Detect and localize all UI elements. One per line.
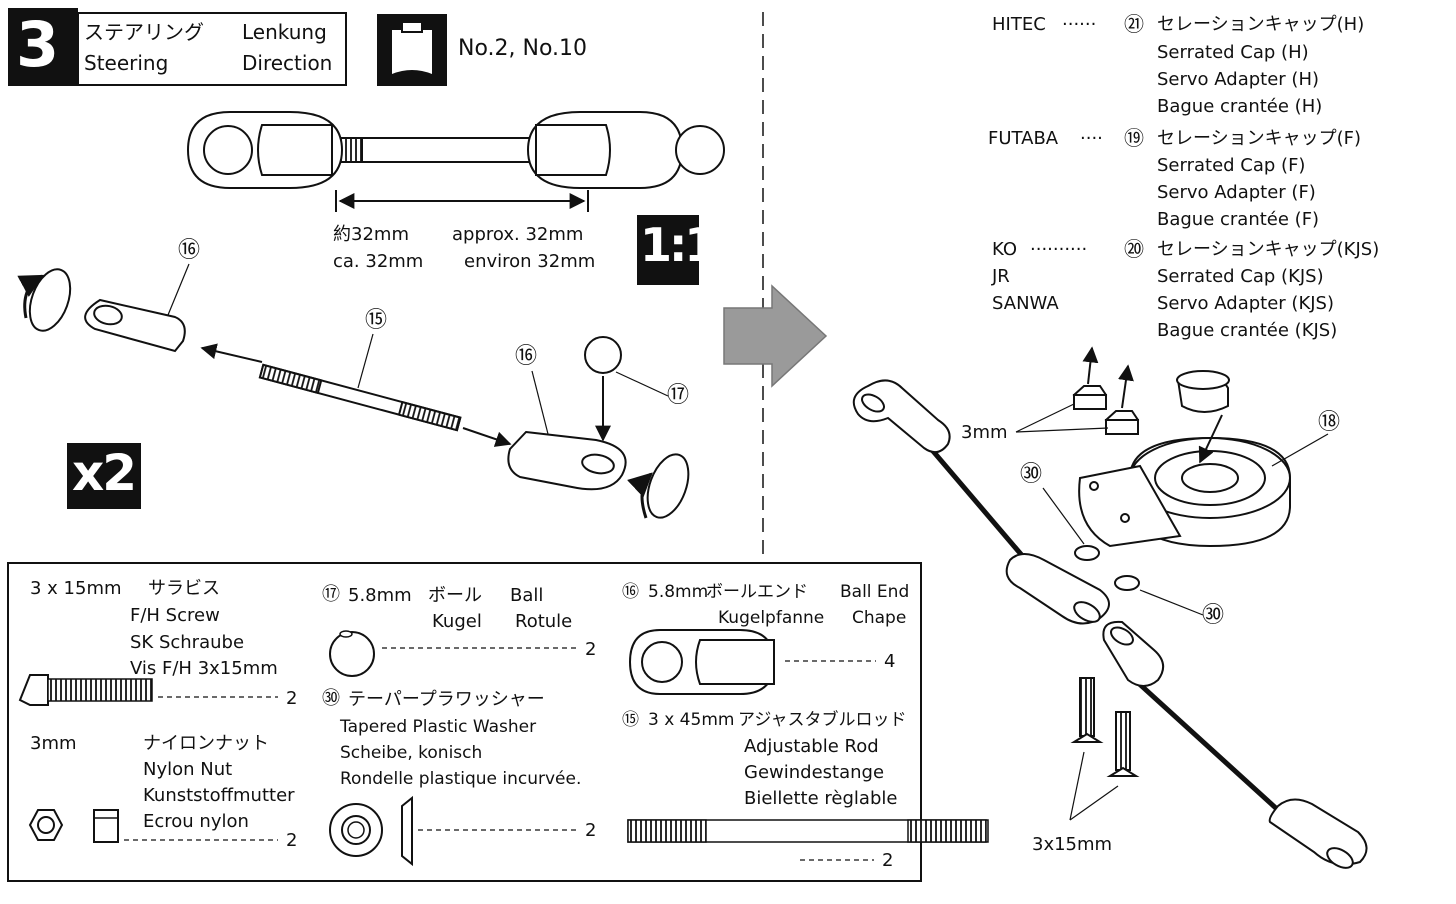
parts-qty-leaders (124, 647, 876, 861)
step-title-box (77, 12, 347, 86)
part-name-de: SK Schraube (130, 632, 245, 653)
parts-bag-icon (377, 14, 447, 86)
part-name-de: Kugelpfanne (718, 608, 825, 628)
left-assembly-drawing (17, 268, 690, 519)
scale-badge: 1:1 (640, 218, 716, 272)
step-title-fr: Direction (242, 51, 333, 75)
step-title-jp: ステアリング (84, 20, 204, 44)
next-step-arrow (723, 284, 828, 388)
brand-jr: JR (992, 266, 1010, 287)
callout-servo-saver: ⑱ (1318, 410, 1341, 435)
screw-size-label: 3x15mm (1032, 834, 1113, 855)
leader-dots: ······ (1062, 14, 1097, 35)
gauge-length-en: approx. 32mm (452, 224, 584, 245)
part-qty: 2 (882, 850, 894, 871)
brand-sanwa: SANWA (992, 293, 1059, 314)
part-number: ⑲ (1124, 126, 1144, 150)
part-name-fr: Biellette règlable (744, 788, 898, 809)
parts-list-box (7, 562, 989, 882)
part-name-jp: ボールエンド (706, 582, 808, 602)
part-qty: 2 (585, 820, 597, 841)
part-size: 5.8mm (348, 585, 412, 606)
callout-ball: ⑰ (667, 383, 690, 408)
part-name-jp: テーパープラワッシャー (348, 689, 545, 710)
scale-badge-box (637, 215, 699, 285)
part-name-jp: アジャスタブルロッド (738, 710, 907, 730)
part-name-fr: Rotule (515, 611, 573, 632)
step-header (8, 8, 347, 86)
gauge-length-jp: 約32mm (333, 224, 409, 245)
part-size: 3 x 45mm (648, 710, 735, 730)
part-name-en: Ball (510, 585, 544, 606)
adapter-line: Servo Adapter (F) (1157, 182, 1316, 203)
left-callout-leaders (167, 263, 669, 435)
leader-dots: ···· (1080, 128, 1103, 149)
step-title-de: Lenkung (242, 20, 327, 44)
part-qty: 2 (286, 830, 298, 851)
brand-ko: KO (992, 239, 1017, 260)
callout-ball-end-a: ⑯ (178, 238, 201, 263)
part-name-en: Adjustable Rod (744, 736, 879, 757)
part-qty: 4 (884, 651, 896, 672)
adapter-line: Servo Adapter (H) (1157, 69, 1319, 90)
quantity-badge-box (67, 443, 141, 509)
step-number-box (8, 8, 78, 86)
part-name-en: F/H Screw (130, 605, 220, 626)
callout-rod: ⑮ (365, 308, 388, 333)
step-title-en: Steering (84, 51, 169, 75)
right-callout-leaders (1015, 403, 1329, 821)
part-number: ⑯ (622, 582, 639, 602)
part-qty: 2 (286, 688, 298, 709)
quantity-badge: x2 (72, 444, 137, 502)
part-name-de: Scheibe, konisch (340, 743, 483, 763)
part-name-fr: Ecrou nylon (143, 811, 249, 832)
callout-washer-b: ㉚ (1202, 603, 1225, 628)
leader-dots: ·········· (1030, 239, 1088, 260)
part-number: ⑮ (622, 710, 639, 730)
part-qty: 2 (585, 639, 597, 660)
part-name-de: Kugel (432, 611, 482, 632)
part-name-jp: ボール (428, 585, 482, 606)
part-size: 3mm (30, 733, 77, 754)
part-name-jp: サラビス (148, 578, 220, 599)
part-number: ⑰ (322, 584, 340, 605)
part-name-en: Ball End (840, 582, 910, 602)
adapter-line: Bague crantée (H) (1157, 96, 1323, 117)
part-name-fr: Rondelle plastique incurvée. (340, 769, 582, 789)
right-assembly-drawing (852, 346, 1368, 869)
bag-reference: No.2, No.10 (458, 36, 588, 61)
gauge-length-fr: environ 32mm (464, 251, 596, 272)
adapter-line: セレーションキャップ(KJS) (1157, 239, 1380, 260)
part-size: 5.8mm (648, 582, 709, 602)
part-name-jp: ナイロンナット (143, 733, 269, 754)
step-number: 3 (16, 8, 60, 81)
part-number: ㉚ (322, 688, 340, 709)
callout-ball-end-b: ⑯ (515, 344, 538, 369)
part-name-fr: Chape (852, 608, 907, 628)
callout-washer-a: ㉚ (1020, 462, 1043, 487)
part-name-en: Nylon Nut (143, 759, 233, 780)
rod-gauge-drawing (186, 111, 725, 212)
adapter-line: Serrated Cap (KJS) (1157, 266, 1324, 287)
adapter-line: セレーションキャップ(F) (1157, 128, 1362, 149)
part-size: 3 x 15mm (30, 578, 122, 599)
nut-size-label: 3mm (961, 422, 1008, 443)
adapter-line: Servo Adapter (KJS) (1157, 293, 1335, 314)
part-name-de: Gewindestange (744, 762, 885, 783)
brand-futaba: FUTABA (988, 128, 1059, 149)
adapter-line: Bague crantée (KJS) (1157, 320, 1338, 341)
adapter-line: Serrated Cap (H) (1157, 42, 1309, 63)
part-number: ㉑ (1124, 12, 1144, 36)
adapter-line: セレーションキャップ(H) (1157, 14, 1365, 35)
adapter-line: Bague crantée (F) (1157, 209, 1320, 230)
gauge-length-de: ca. 32mm (333, 251, 424, 272)
part-name-fr: Vis F/H 3x15mm (130, 658, 278, 679)
brand-hitec: HITEC (992, 14, 1046, 35)
part-number: ⑳ (1124, 237, 1144, 261)
part-name-en: Tapered Plastic Washer (340, 717, 537, 737)
adapter-line: Serrated Cap (F) (1157, 155, 1306, 176)
part-name-de: Kunststoffmutter (143, 785, 295, 806)
